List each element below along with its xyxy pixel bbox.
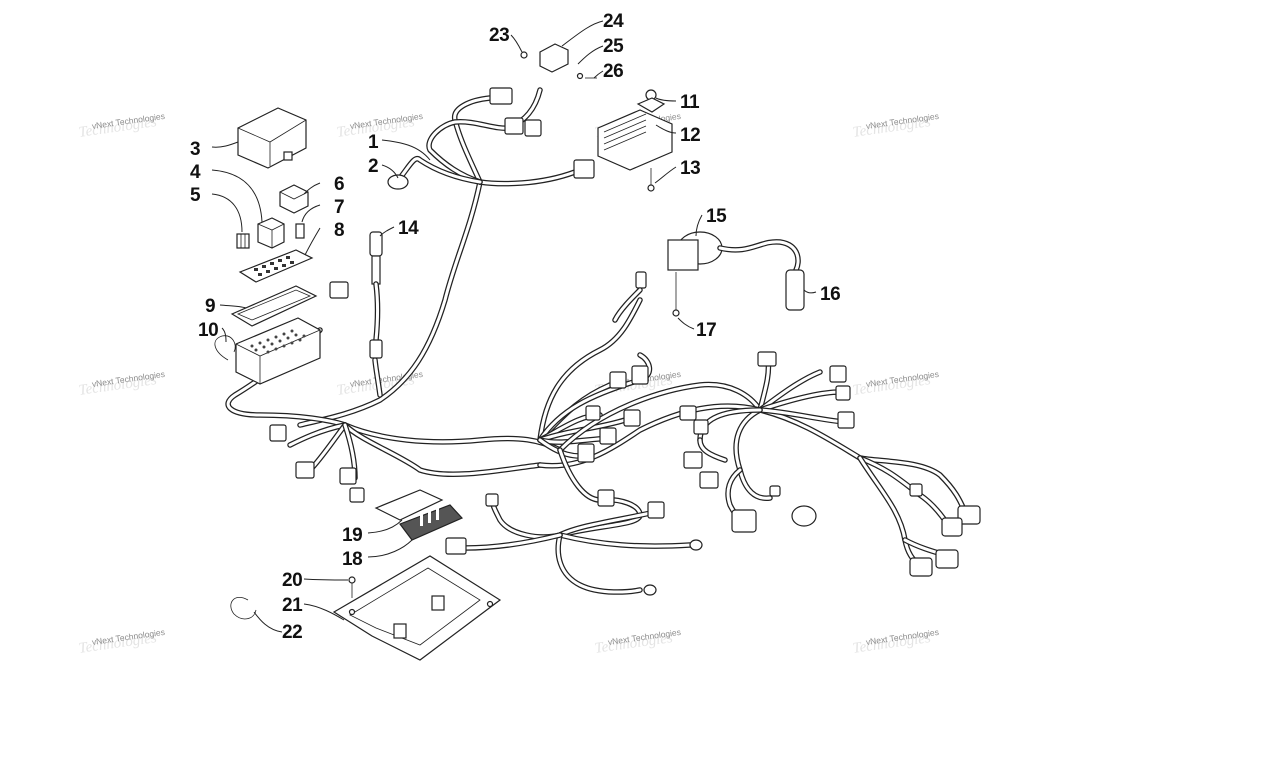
fuse-box-cover [237,107,307,169]
callout-21: 21 [282,595,303,616]
callout-18: 18 [342,549,362,570]
watermark: Technologies vNext Technologies [852,111,940,141]
callout-10: 10 [198,320,218,341]
callout-17: 17 [696,320,716,341]
watermark: Technologies vNext Technologies [594,627,682,657]
watermark: Technologies vNext Technologies [336,111,424,141]
fuse [236,233,250,249]
callout-24: 24 [603,11,624,32]
callout-5: 5 [190,185,201,206]
gasket [230,285,318,327]
mini-fuse [295,223,305,239]
callout-9: 9 [205,296,215,317]
ecu-module [374,489,464,541]
oxygen-sensor [369,231,383,359]
callout-6: 6 [334,174,344,195]
callout-labels: 1 2 3 4 5 6 7 8 9 10 11 12 13 14 15 16 1… [190,11,841,643]
mounting-tray [332,555,502,661]
callout-22: 22 [282,622,302,643]
voltage-regulator [597,89,673,192]
watermark: Technologies vNext Technologies [78,111,166,141]
callout-11: 11 [680,92,700,113]
top-connectors [489,87,595,179]
callout-2: 2 [368,156,378,177]
callout-7: 7 [334,197,344,218]
relay [257,217,285,249]
callout-25: 25 [603,36,624,57]
fuse-block [235,281,349,385]
clamp [214,335,236,361]
callout-12: 12 [680,125,700,146]
harness-connectors [269,351,981,596]
watermark: Technologies vNext Technologies [78,369,166,399]
callout-15: 15 [706,206,727,227]
fuse-board [238,249,314,283]
callout-13: 13 [680,158,700,179]
watermark: Technologies vNext Technologies [852,369,940,399]
watermark: Technologies vNext Technologies [852,627,940,657]
callout-26: 26 [603,61,623,82]
leader-lines [211,20,817,633]
clip-ring [230,597,257,620]
small-connector [387,174,409,190]
watermark: Technologies vNext Technologies [78,627,166,657]
callout-20: 20 [282,570,302,591]
watermark-group: Technologies vNext Technologies Technolo… [78,111,940,657]
callout-23: 23 [489,25,509,46]
mini-relay [279,184,309,214]
callout-19: 19 [342,525,362,546]
callout-4: 4 [190,162,201,183]
callout-16: 16 [820,284,840,305]
bracket-assembly [520,43,597,80]
main-harness [225,87,968,595]
ignition-coil [612,231,805,323]
callout-14: 14 [398,218,419,239]
callout-8: 8 [334,220,344,241]
callout-1: 1 [368,132,379,153]
callout-3: 3 [190,139,200,160]
